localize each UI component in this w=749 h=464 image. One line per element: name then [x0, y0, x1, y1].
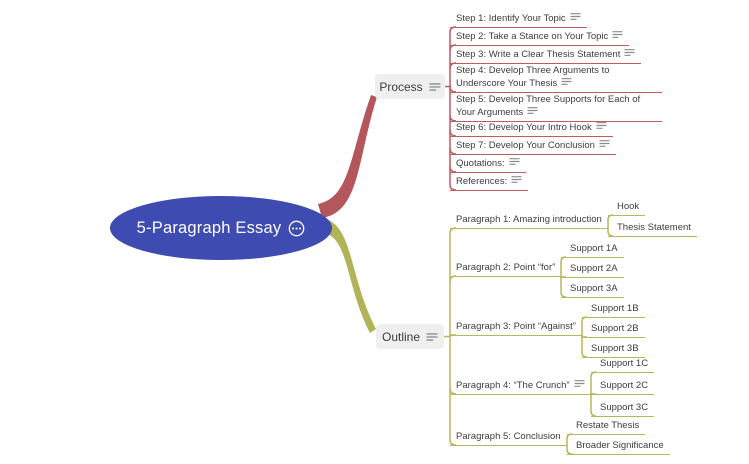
- notes-icon[interactable]: [426, 332, 438, 342]
- topic-label: Restate Thesis: [576, 420, 640, 431]
- topic-label: References:: [456, 176, 508, 187]
- topic-label: Paragraph 1: Amazing introduction: [456, 214, 602, 225]
- topic-label: Support 1C: [600, 358, 649, 369]
- notes-icon[interactable]: [527, 106, 538, 115]
- process-step-topic[interactable]: Quotations:: [450, 157, 526, 173]
- notes-icon[interactable]: [596, 121, 607, 130]
- outline-sub-topic[interactable]: Broader Significance: [567, 439, 670, 455]
- topic-label: Support 1B: [591, 303, 639, 314]
- process-step-topic[interactable]: References:: [450, 175, 529, 191]
- branch-topic-outline[interactable]: Outline: [376, 324, 444, 349]
- topic-label: Paragraph 4: “The Crunch”: [456, 380, 570, 391]
- topic-label: Broader Significance: [576, 440, 664, 451]
- topic-label: Paragraph 2: Point “for”: [456, 262, 556, 273]
- outline-sub-topic[interactable]: Support 3B: [582, 342, 645, 358]
- ellipsis-circle-icon[interactable]: [288, 220, 305, 237]
- topic-label: Support 3B: [591, 343, 639, 354]
- topic-label: Step 3: Write a Clear Thesis Statement: [456, 49, 621, 60]
- topic-label: Step 1: Identify Your Topic: [456, 13, 566, 24]
- branch-label: Outline: [381, 329, 421, 344]
- outline-sub-topic[interactable]: Support 3C: [591, 401, 655, 417]
- notes-icon[interactable]: [429, 82, 441, 92]
- topic-label: Hook: [617, 201, 640, 212]
- notes-icon[interactable]: [574, 379, 585, 388]
- topic-label: Support 2C: [600, 380, 649, 391]
- topic-label: Support 2B: [591, 323, 639, 334]
- outline-paragraph-topic[interactable]: Paragraph 3: Point “Against”: [450, 320, 582, 336]
- notes-icon[interactable]: [509, 157, 520, 166]
- branch-topic-process[interactable]: Process: [375, 74, 445, 99]
- outline-sub-topic[interactable]: Support 3A: [561, 282, 624, 298]
- outline-sub-topic[interactable]: Support 2A: [561, 262, 624, 278]
- topic-label: Support 3C: [600, 402, 649, 413]
- notes-icon[interactable]: [624, 48, 635, 57]
- process-step-topic[interactable]: Step 4: Develop Three Arguments to Under…: [450, 64, 662, 93]
- outline-paragraph-topic[interactable]: Paragraph 1: Amazing introduction: [450, 213, 608, 229]
- process-step-topic[interactable]: Step 5: Develop Three Supports for Each …: [450, 93, 662, 122]
- process-branch-curve: [318, 95, 377, 218]
- notes-icon[interactable]: [570, 12, 581, 21]
- outline-sub-topic[interactable]: Thesis Statement: [608, 221, 697, 237]
- process-step-topic[interactable]: Step 2: Take a Stance on Your Topic: [450, 30, 630, 46]
- central-topic-label: 5-Paragraph Essay: [136, 218, 282, 237]
- outline-sub-topic[interactable]: Hook: [608, 200, 646, 216]
- process-step-topic[interactable]: Step 7: Develop Your Conclusion: [450, 139, 616, 155]
- outline-paragraph-topic[interactable]: Paragraph 2: Point “for”: [450, 261, 562, 277]
- topic-label: Thesis Statement: [617, 222, 691, 233]
- topic-label: Step 6: Develop Your Intro Hook: [456, 122, 592, 133]
- notes-icon[interactable]: [599, 139, 610, 148]
- topic-label: Paragraph 5: Conclusion: [456, 431, 561, 442]
- outline-paragraph-topic[interactable]: Paragraph 4: “The Crunch”: [450, 379, 591, 395]
- central-topic[interactable]: 5-Paragraph Essay: [110, 196, 332, 260]
- notes-icon[interactable]: [612, 30, 623, 39]
- outline-sub-topic[interactable]: Support 1A: [561, 242, 624, 258]
- branch-label: Process: [379, 79, 423, 94]
- process-step-topic[interactable]: Step 1: Identify Your Topic: [450, 12, 587, 28]
- outline-sub-topic[interactable]: Support 2C: [591, 379, 655, 395]
- outline-sub-topic[interactable]: Support 1C: [591, 357, 655, 373]
- topic-label: Step 4: Develop Three Arguments to Under…: [456, 65, 610, 89]
- topic-label: Step 7: Develop Your Conclusion: [456, 140, 595, 151]
- outline-sub-topic[interactable]: Support 1B: [582, 302, 645, 318]
- topic-label: Support 1A: [570, 243, 618, 254]
- notes-icon[interactable]: [511, 175, 522, 184]
- outline-sub-topic[interactable]: Support 2B: [582, 322, 645, 338]
- notes-icon[interactable]: [561, 77, 572, 86]
- process-step-topic[interactable]: Step 6: Develop Your Intro Hook: [450, 121, 613, 137]
- topic-label: Step 5: Develop Three Supports for Each …: [456, 94, 641, 118]
- process-step-topic[interactable]: Step 3: Write a Clear Thesis Statement: [450, 48, 642, 64]
- outline-paragraph-topic[interactable]: Paragraph 5: Conclusion: [450, 430, 567, 446]
- topic-label: Step 2: Take a Stance on Your Topic: [456, 31, 609, 42]
- outline-sub-topic[interactable]: Restate Thesis: [567, 419, 646, 435]
- topic-label: Support 2A: [570, 263, 618, 274]
- topic-label: Support 3A: [570, 283, 618, 294]
- topic-label: Paragraph 3: Point “Against”: [456, 321, 576, 332]
- topic-label: Quotations:: [456, 158, 505, 169]
